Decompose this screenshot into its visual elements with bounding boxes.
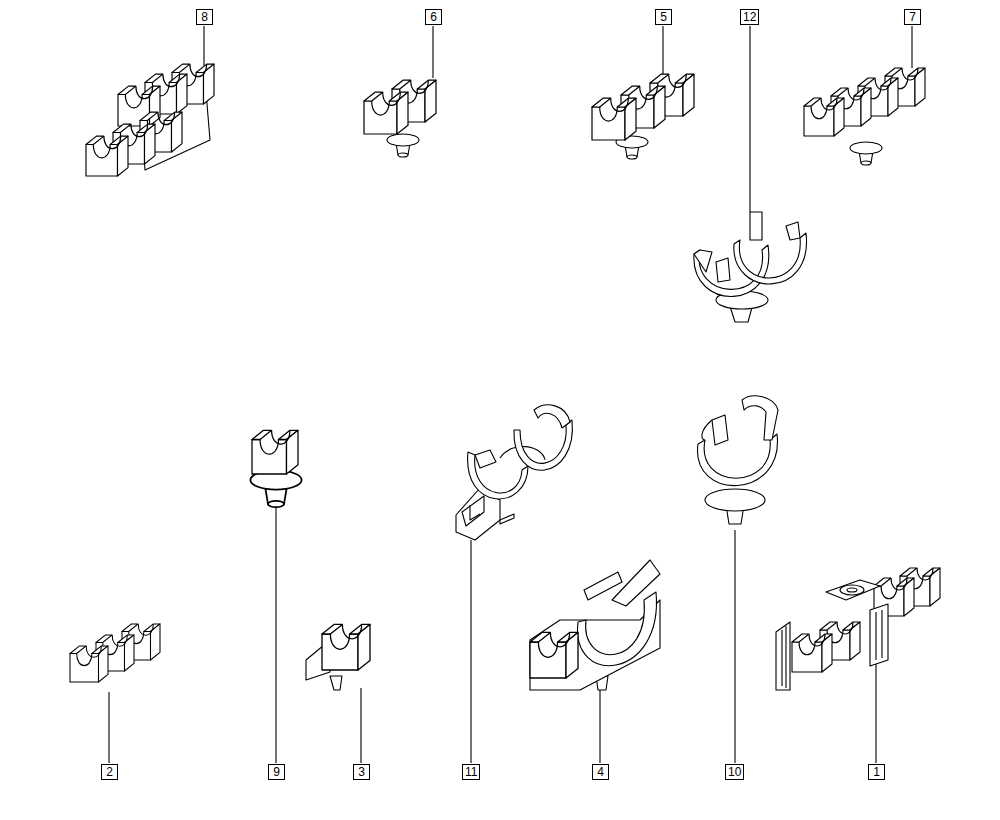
callout-number: 5 <box>655 9 672 25</box>
clip-12 <box>694 212 807 322</box>
clip-10 <box>698 396 778 524</box>
callout-number: 7 <box>904 9 921 25</box>
clip-11 <box>456 405 572 540</box>
callout-number: 10 <box>725 764 744 780</box>
callout-number: 11 <box>462 764 480 780</box>
clip-5 <box>592 74 694 159</box>
callout-number: 8 <box>196 9 213 25</box>
clip-8 <box>86 64 214 176</box>
callout-number: 1 <box>868 764 885 780</box>
callout-number: 12 <box>740 9 759 25</box>
callout-number: 4 <box>592 764 609 780</box>
clip-4 <box>530 560 660 690</box>
clip-7 <box>804 68 925 165</box>
callout-number: 6 <box>425 9 442 25</box>
callout-number: 2 <box>101 764 118 780</box>
clip-3 <box>306 624 370 690</box>
callout-number: 3 <box>353 764 370 780</box>
callout-number: 9 <box>268 764 285 780</box>
clip-6 <box>364 80 436 157</box>
leader-lines <box>109 26 912 763</box>
clip-9 <box>250 430 301 507</box>
clip-2 <box>70 624 160 682</box>
clip-1 <box>776 568 940 690</box>
